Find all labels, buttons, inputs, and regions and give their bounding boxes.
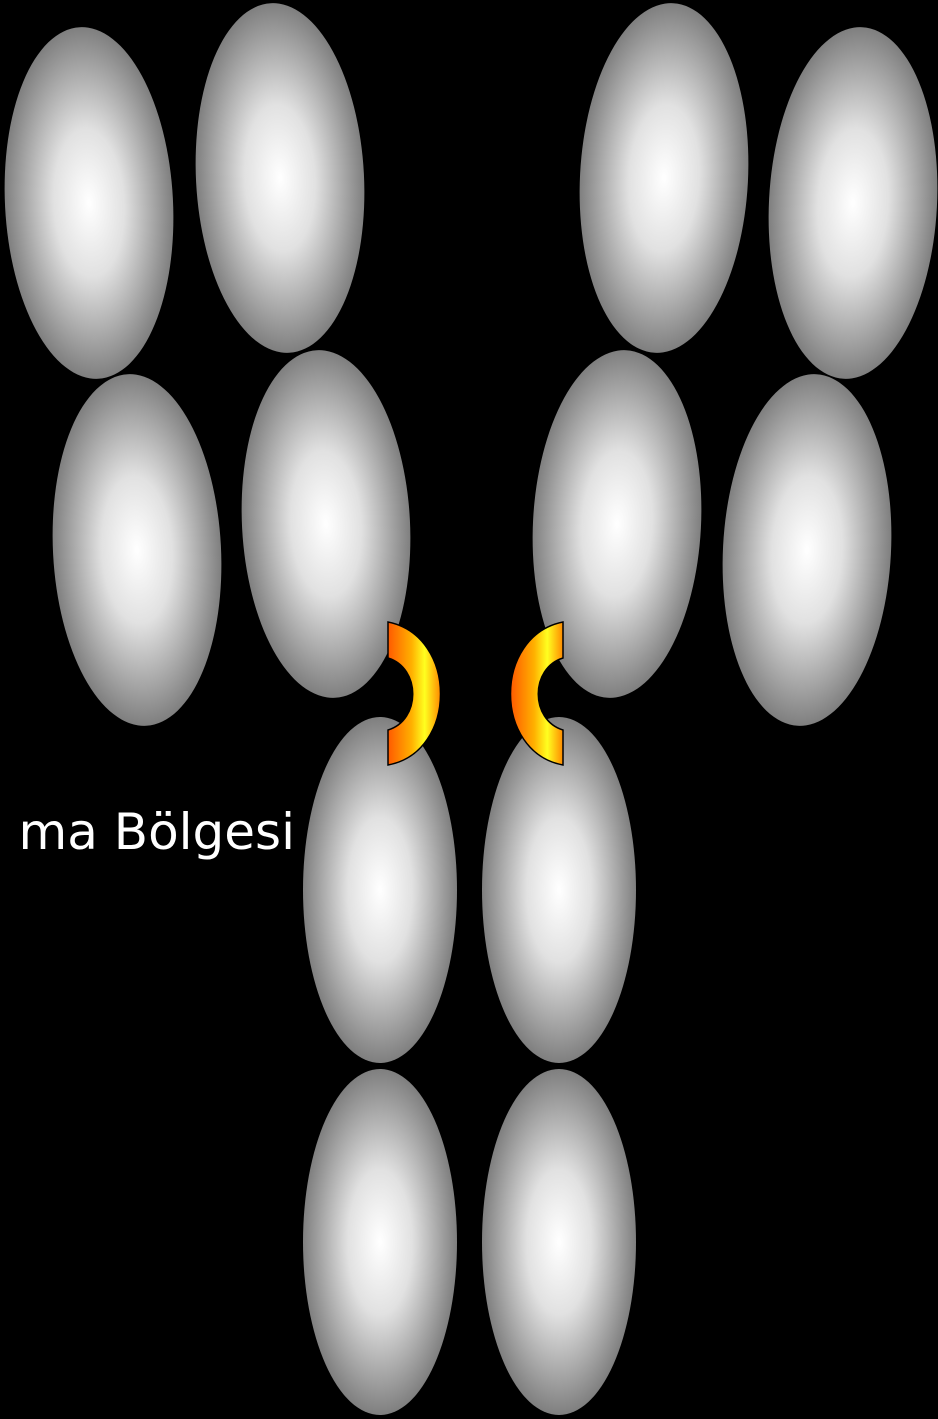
hinge-region-label-box: ma Bölgesi <box>0 796 300 868</box>
stem-right-lower-domain <box>482 1069 636 1415</box>
right-arm-outer-constant-domain <box>714 370 900 730</box>
left-arm-outer-variable-domain <box>0 23 182 383</box>
left-arm-inner-variable-domain <box>187 0 373 357</box>
left-arm-outer-constant-domain <box>44 370 230 730</box>
stem-left-lower-domain <box>303 1069 457 1415</box>
right-arm-outer-variable-domain <box>760 23 938 383</box>
left-hinge-bracket <box>388 622 441 765</box>
stem-left-upper-domain <box>303 717 457 1063</box>
stem-right-upper-domain <box>482 717 636 1063</box>
right-arm-inner-variable-domain <box>571 0 757 357</box>
hinge-region-label: ma Bölgesi <box>19 796 295 868</box>
hinge-region <box>388 622 563 765</box>
